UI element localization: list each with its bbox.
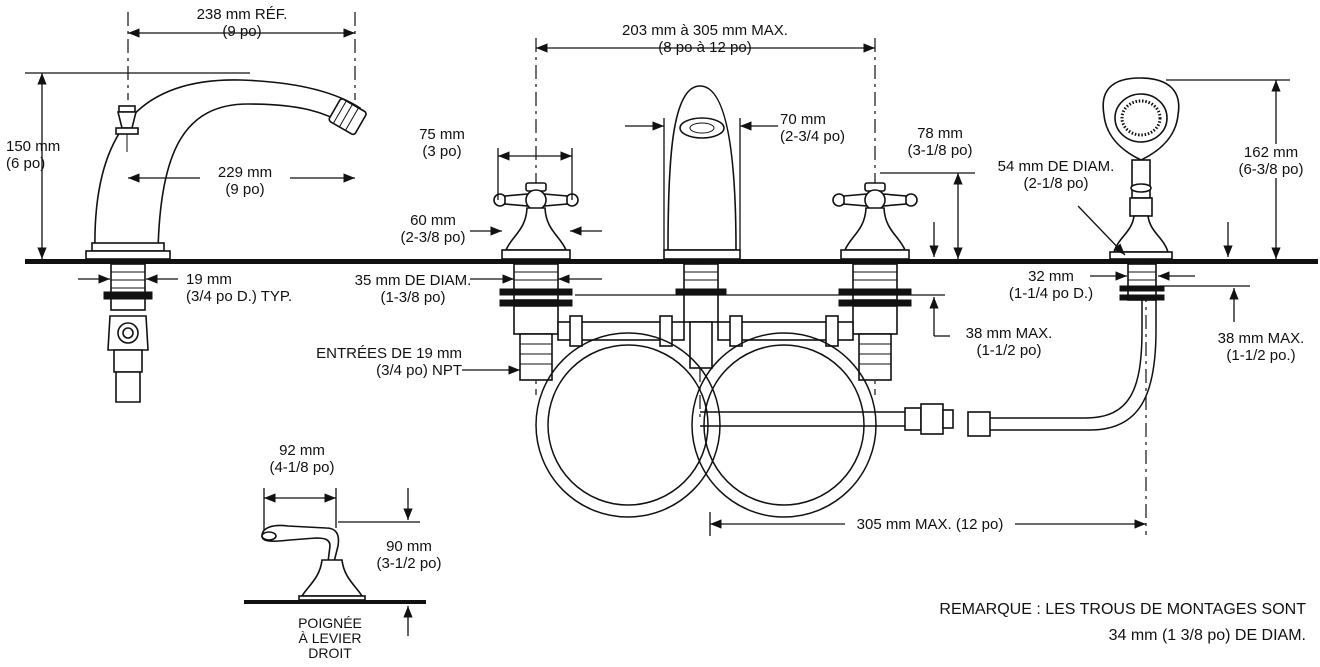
hand-shower-hose — [535, 300, 1157, 518]
supply-manifold — [557, 315, 854, 347]
note-line-2: 34 mm (1 3/8 po) DE DIAM. — [1108, 627, 1306, 644]
spout-reach-mm: 229 mm — [217, 164, 273, 181]
lever-height-label: 90 mm (3-1/2 po) — [364, 538, 454, 572]
spout-height-label: 150 mm (6 po) — [6, 138, 60, 172]
spout-height-in: (6 po) — [6, 155, 46, 172]
centers-in: (8 po à 12 po) — [658, 39, 752, 56]
handle-height-mm: 78 mm — [917, 125, 963, 142]
handshower-deck-label: 38 mm MAX. (1-1/2 po.) — [1206, 330, 1316, 364]
spout-reach-in: (9 po) — [225, 181, 265, 198]
handshower-deck-mm: 38 mm MAX. — [1217, 330, 1305, 347]
lever-caption: POIGNÉE À LEVIER DROIT — [280, 616, 380, 661]
deck-line — [25, 259, 1318, 264]
handshower-height-in: (6-3/8 po) — [1238, 161, 1304, 178]
spout-width-center-in: (2-3/4 po) — [780, 128, 846, 145]
spout-width-mm: 238 mm RÉF. — [196, 6, 288, 23]
base-width-in: (2-3/8 po) — [400, 229, 466, 246]
hand-shower — [1102, 77, 1180, 301]
lever-width-mm: 92 mm — [279, 442, 325, 459]
spout-width-label: 238 mm RÉF. (9 po) — [162, 6, 322, 40]
left-cross-handle — [493, 182, 579, 381]
lever-height-mm: 90 mm — [386, 538, 432, 555]
lever-caption-2: À LEVIER — [298, 630, 362, 646]
deck-max-center-label: 38 mm MAX. (1-1/2 po) — [954, 325, 1064, 359]
lever-width-in: (4-1/8 po) — [269, 459, 335, 476]
deck-max-center-in: (1-1/2 po) — [976, 342, 1042, 359]
spout-width-center-mm: 70 mm — [780, 111, 826, 128]
handle-width-mm: 75 mm — [419, 126, 465, 143]
handshower-shank-mm: 32 mm — [1028, 268, 1074, 285]
spout-shank-mm: 19 mm — [186, 271, 232, 288]
lever-caption-3: DROIT — [308, 645, 352, 661]
handshower-base-label: 54 mm DE DIAM. (2-1/8 po) — [988, 158, 1124, 192]
right-cross-handle — [832, 182, 918, 381]
inlets-mm: ENTRÉES DE 19 mm — [316, 345, 462, 362]
handshower-deck-in: (1-1/2 po.) — [1226, 347, 1296, 364]
handle-width-label: 75 mm (3 po) — [412, 126, 472, 160]
base-width-label: 60 mm (2-3/8 po) — [378, 212, 488, 246]
shank-diam-in: (1-3/8 po) — [380, 289, 446, 306]
tub-spout — [85, 12, 367, 403]
handle-height-label: 78 mm (3-1/8 po) — [890, 125, 990, 159]
lever-height-in: (3-1/2 po) — [376, 555, 442, 572]
spout-width-center-label: 70 mm (2-3/4 po) — [780, 111, 845, 145]
spout-height-mm: 150 mm — [6, 138, 61, 155]
lever-caption-1: POIGNÉE — [298, 615, 362, 631]
spout-shank-in: (3/4 po D.) TYP. — [186, 288, 293, 305]
lever-handle — [261, 524, 366, 601]
lever-deck-line — [244, 600, 426, 604]
handle-height-in: (3-1/8 po) — [907, 142, 973, 159]
handshower-base-in: (2-1/8 po) — [1023, 175, 1089, 192]
spout-shank-label: 19 mm (3/4 po D.) TYP. — [186, 271, 292, 305]
spout-reach-label: 229 mm (9 po) — [200, 164, 290, 198]
inlets-in: (3/4 po) NPT — [376, 362, 462, 379]
lever-width-label: 92 mm (4-1/8 po) — [262, 442, 342, 476]
handshower-base-mm: 54 mm DE DIAM. — [997, 158, 1115, 175]
centers-mm: 203 mm à 305 mm MAX. — [622, 22, 788, 39]
handle-width-in: (3 po) — [422, 143, 462, 160]
handshower-shank-in: (1-1/4 po D.) — [1008, 285, 1094, 302]
deck-max-center-mm: 38 mm MAX. — [965, 325, 1053, 342]
note-line-1: REMARQUE : LES TROUS DE MONTAGES SONT — [939, 601, 1306, 618]
spout-width-in: (9 po) — [222, 23, 262, 40]
shank-diam-label: 35 mm DE DIAM. (1-3/8 po) — [338, 272, 488, 306]
hose-span-label: 305 mm MAX. (12 po) — [845, 516, 1015, 533]
mounting-hole-note: REMARQUE : LES TROUS DE MONTAGES SONT 34… — [800, 597, 1306, 649]
centers-label: 203 mm à 305 mm MAX. (8 po à 12 po) — [560, 22, 850, 56]
handshower-height-label: 162 mm (6-3/8 po) — [1228, 144, 1314, 178]
handshower-shank-label: 32 mm (1-1/4 po D.) — [996, 268, 1106, 302]
handshower-height-mm: 162 mm — [1243, 144, 1299, 161]
inlets-label: ENTRÉES DE 19 mm (3/4 po) NPT — [312, 345, 462, 379]
base-width-mm: 60 mm — [410, 212, 456, 229]
shank-diam-mm: 35 mm DE DIAM. — [354, 272, 472, 289]
